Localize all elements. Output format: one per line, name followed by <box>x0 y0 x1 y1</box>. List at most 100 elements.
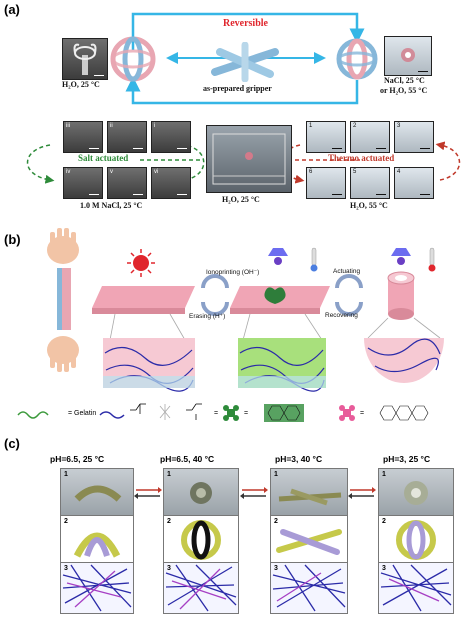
thermo-actuated-label: Thermo actuated <box>328 153 395 163</box>
model-cell-c2: 2 <box>163 515 239 563</box>
salt-condition: 1.0 M NaCl, 25 °C <box>80 201 143 210</box>
reversible-arrow-top <box>131 12 365 50</box>
salt-step-photo: iii <box>63 121 103 153</box>
model-cell-c4: 2 <box>378 515 454 563</box>
gripper-model-sphere-icon <box>396 520 436 560</box>
hand-bottom-icon <box>47 336 79 372</box>
thermo-step-photo: 3 <box>394 121 434 153</box>
gripper-model-closed-icon <box>181 520 221 560</box>
gelatin-legend-icon <box>17 411 49 419</box>
photo-cell-c4: 1 <box>378 468 454 516</box>
salt-step-photo: iv <box>63 167 103 199</box>
column-title-2: pH=6.5, 40 °C <box>160 454 215 464</box>
thermo-step-photo: 5 <box>350 167 390 199</box>
network-cell-c2: 3 <box>163 562 239 614</box>
reversible-arrow-bottom <box>125 76 359 105</box>
rolled-gripper-icon <box>387 271 415 320</box>
photo-cell-c2: 1 <box>163 468 239 516</box>
flat-gel-icon <box>278 488 342 506</box>
salt-loop-right <box>180 141 205 181</box>
column-title-3: pH=3, 40 °C <box>275 454 323 464</box>
actuate-cycle-icon <box>335 274 363 316</box>
salt-step-photo: v <box>107 167 147 199</box>
network-cell-c1: 3 <box>60 562 134 614</box>
actuating-label: Actuating <box>333 268 361 275</box>
hydrogel-slab-1 <box>92 286 195 308</box>
network-cell-c3: 3 <box>270 562 348 614</box>
model-cell-c3: 2 <box>270 515 348 563</box>
photo-cell-c3: 1 <box>270 468 348 516</box>
legend-equals-1: = <box>214 410 219 417</box>
panel-a-label: (a) <box>4 2 20 17</box>
left-gripper-sphere <box>110 36 156 82</box>
salt-step-photo: vi <box>151 167 191 199</box>
crosslinker-icon <box>159 404 171 420</box>
thermo-step-photo: 1 <box>306 121 346 153</box>
reversible-label: Reversible <box>223 18 268 29</box>
sun-icon <box>127 249 155 277</box>
gelatin-legend-label: = Gelatin <box>68 410 97 417</box>
salt-step-photo: i <box>151 121 191 153</box>
network-bowl <box>364 338 444 383</box>
photo-cell-c1: 1 <box>60 468 134 516</box>
sphere-gel-icon <box>404 481 428 505</box>
network-icon <box>272 564 346 612</box>
network-cell-c4: 3 <box>378 562 454 614</box>
left-caption: H₂O, 25 °C <box>62 80 100 89</box>
perylene-structure-icon-2 <box>379 405 429 421</box>
panel-b-schematic <box>17 228 444 422</box>
green-crosslink-icon <box>223 405 239 421</box>
thermo-condition: H₂O, 55 °C <box>350 201 388 210</box>
lamp-icon-1 <box>268 248 288 265</box>
legend-equals-2: = <box>244 410 249 417</box>
left-gripper-photo <box>62 38 108 80</box>
monomer-structure-icon-1 <box>130 403 146 414</box>
thermometer-icon-1 <box>310 247 318 272</box>
thermo-step-photo: 2 <box>350 121 390 153</box>
thermo-step-photo: 6 <box>306 167 346 199</box>
gripper-open-icon <box>401 48 415 62</box>
erasing-label: Erasing (H⁺) <box>189 313 226 320</box>
thermo-step-photo: 4 <box>394 167 434 199</box>
network-icon <box>165 564 237 612</box>
switch-arrows-3-4 <box>348 487 376 499</box>
recovering-label: Recovering <box>325 312 358 319</box>
panel-c-label: (c) <box>4 436 20 451</box>
hand-top-icon <box>47 228 79 264</box>
tank-icon <box>212 133 286 185</box>
lamp-icon-2 <box>391 248 411 265</box>
salt-step-photo: ii <box>107 121 147 153</box>
thermometer-icon-2 <box>428 247 436 272</box>
monomer-structure-icon-2 <box>186 403 202 420</box>
panel-a-arrows <box>26 12 461 184</box>
model-cell-c1: 2 <box>60 515 134 563</box>
network-icon <box>380 564 452 612</box>
closed-gel-icon <box>190 482 212 504</box>
thermo-loop-right <box>435 141 461 181</box>
gripper-model-icon <box>73 532 121 558</box>
tank-photo <box>206 125 292 193</box>
perylene-structure-icon-1 <box>264 404 304 422</box>
thermo-loop-left <box>280 144 305 184</box>
switch-arrows-2-3 <box>240 487 268 499</box>
right-caption-2: or H₂O, 55 °C <box>380 86 428 95</box>
salt-loop-left <box>26 144 55 184</box>
switch-arrows-1-2 <box>134 487 162 499</box>
ionoprinting-label: Ionoprinting (OH⁻) <box>206 269 260 276</box>
column-title-1: pH=6.5, 25 °C <box>50 454 105 464</box>
right-gripper-photo <box>384 36 432 76</box>
right-gripper-sphere <box>336 38 378 80</box>
center-caption: as-prepared gripper <box>203 84 272 93</box>
pink-crosslink-icon <box>339 405 355 421</box>
heart-print-icon <box>264 287 286 304</box>
ionoprint-cycle-icon <box>201 274 229 316</box>
curled-gel-icon <box>74 485 122 502</box>
gripper-closed-icon <box>73 43 97 75</box>
salt-actuated-label: Salt actuated <box>78 153 129 163</box>
center-gripper-icon <box>211 42 279 82</box>
panel-b-label: (b) <box>4 232 21 247</box>
right-caption-1: NaCl, 25 °C <box>384 76 425 85</box>
polymer-legend-icon <box>99 411 125 419</box>
gripper-model-flat-icon <box>276 529 342 555</box>
legend-equals-3: = <box>360 410 365 417</box>
